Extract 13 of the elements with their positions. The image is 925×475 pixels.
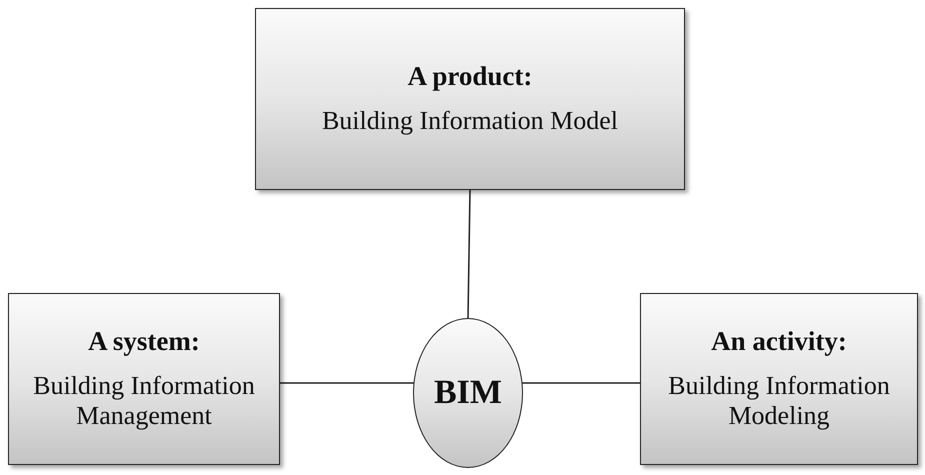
box-text: Building Information Modeling xyxy=(667,370,891,431)
concept-box xyxy=(8,293,280,465)
box-heading: BIM xyxy=(434,374,502,412)
box-heading: An activity: xyxy=(711,327,847,357)
connector-line xyxy=(522,382,640,384)
concept-box xyxy=(255,8,685,190)
box-text: Building Information Management xyxy=(32,370,256,431)
connector-line xyxy=(280,382,414,384)
concept-box xyxy=(640,293,918,465)
box-text: Building Information Model xyxy=(320,106,620,136)
connector-line xyxy=(467,190,471,318)
box-heading: A product: xyxy=(408,62,532,92)
box-heading: A system: xyxy=(88,327,200,357)
